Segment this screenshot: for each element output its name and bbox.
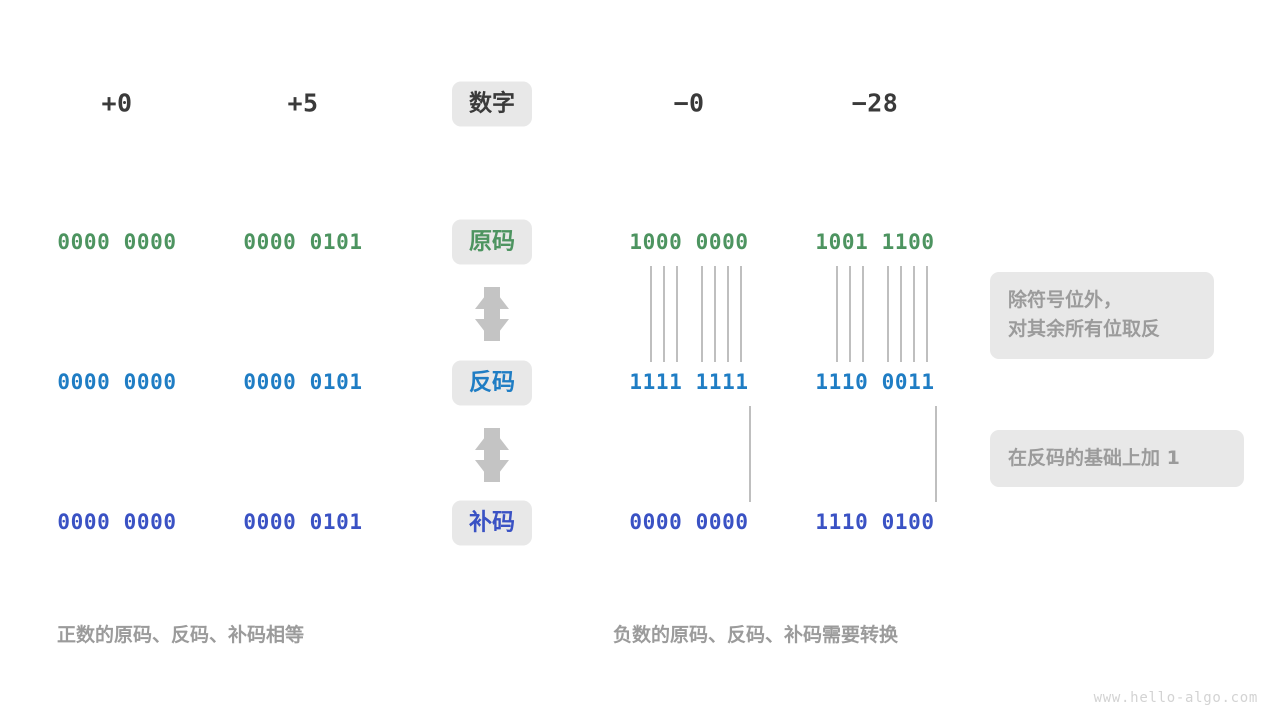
row-header-pill-number: 数字 xyxy=(452,81,532,127)
bits-twos-complement-minus-zero: 0000 0000 xyxy=(629,510,749,534)
double-arrow-icon-ones-to-twos xyxy=(475,428,509,482)
bits-sign-magnitude-minus-zero: 1000 0000 xyxy=(629,230,749,254)
note-add-one-to-ones-complement: 在反码的基础上加 1 xyxy=(990,430,1244,488)
bits-twos-complement-plus-five: 0000 0101 xyxy=(243,510,363,534)
note-invert-non-sign-bits: 除符号位外， 对其余所有位取反 xyxy=(990,272,1214,359)
bits-sign-magnitude-plus-five: 0000 0101 xyxy=(243,230,363,254)
caption-positive-numbers: 正数的原码、反码、补码相等 xyxy=(57,624,305,646)
bit-connectors-add-one xyxy=(749,406,937,502)
header-number-plus-zero: +0 xyxy=(101,88,133,118)
row-header-pill-ones-complement: 反码 xyxy=(452,360,532,406)
double-arrow-icon-sign-to-ones xyxy=(475,287,509,341)
bits-ones-complement-minus-zero: 1111 1111 xyxy=(629,370,749,394)
header-number-minus-zero: −0 xyxy=(673,88,705,118)
watermark-site-url: www.hello-algo.com xyxy=(1093,690,1258,706)
row-header-pill-sign-magnitude: 原码 xyxy=(452,219,532,265)
bits-ones-complement-plus-zero: 0000 0000 xyxy=(57,370,177,394)
row-header-pill-twos-complement: 补码 xyxy=(452,500,532,546)
bits-ones-complement-plus-five: 0000 0101 xyxy=(243,370,363,394)
bit-connectors-minus-zero-invert xyxy=(650,266,742,362)
caption-negative-numbers: 负数的原码、反码、补码需要转换 xyxy=(613,624,899,646)
bits-sign-magnitude-plus-zero: 0000 0000 xyxy=(57,230,177,254)
bits-twos-complement-plus-zero: 0000 0000 xyxy=(57,510,177,534)
header-number-plus-five: +5 xyxy=(287,88,319,118)
bits-sign-magnitude-minus-twentyeight: 1001 1100 xyxy=(815,230,935,254)
bits-ones-complement-minus-twentyeight: 1110 0011 xyxy=(815,370,935,394)
bits-twos-complement-minus-twentyeight: 1110 0100 xyxy=(815,510,935,534)
header-number-minus-twentyeight: −28 xyxy=(851,88,899,118)
bit-connectors-minus-twentyeight-invert xyxy=(836,266,928,362)
